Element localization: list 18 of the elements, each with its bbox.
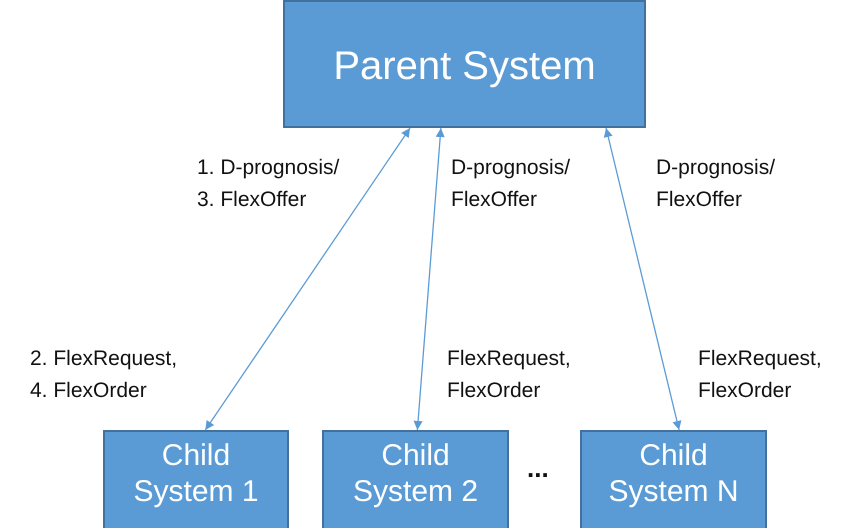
double-arrow — [414, 128, 445, 430]
message-label: 1. D-prognosis/ 3. FlexOffer — [197, 155, 340, 213]
double-arrow — [604, 128, 682, 430]
system-box — [322, 430, 509, 528]
double-arrow — [204, 128, 411, 430]
system-label: Child System N — [607, 438, 740, 510]
system-label: Parent System — [333, 43, 596, 90]
system-label: Child System 1 — [132, 438, 260, 510]
ellipsis: ... — [527, 453, 549, 484]
message-label: 2. FlexRequest, 4. FlexOrder — [30, 346, 178, 404]
system-box — [283, 0, 646, 128]
message-label: D-prognosis/ FlexOffer — [451, 155, 572, 213]
system-label: Child System 2 — [352, 438, 480, 510]
system-box — [103, 430, 289, 528]
system-box — [580, 430, 767, 528]
message-label: FlexRequest, FlexOrder — [447, 346, 572, 404]
message-label: FlexRequest, FlexOrder — [698, 346, 823, 404]
message-label: D-prognosis/ FlexOffer — [656, 155, 776, 213]
